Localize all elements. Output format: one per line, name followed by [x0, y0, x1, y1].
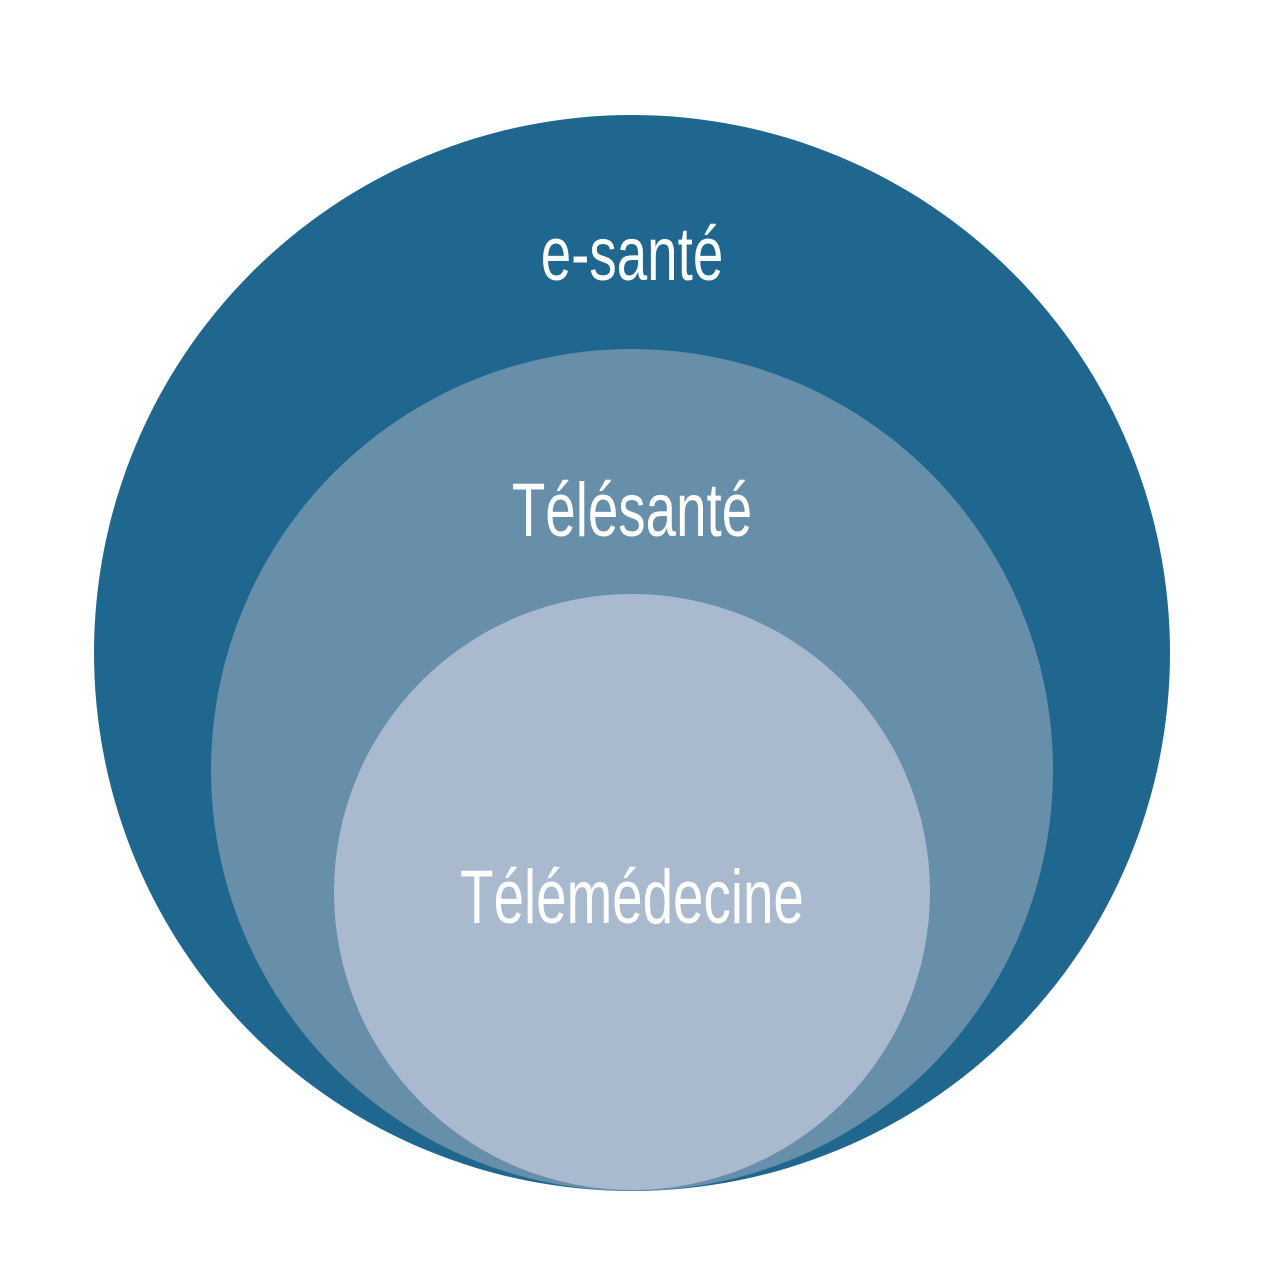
circle-telemedecine — [334, 594, 930, 1190]
label-telemedecine: Télémédecine — [460, 855, 804, 940]
label-e-sante: e-santé — [541, 212, 724, 297]
label-telesante: Télésanté — [512, 468, 752, 553]
